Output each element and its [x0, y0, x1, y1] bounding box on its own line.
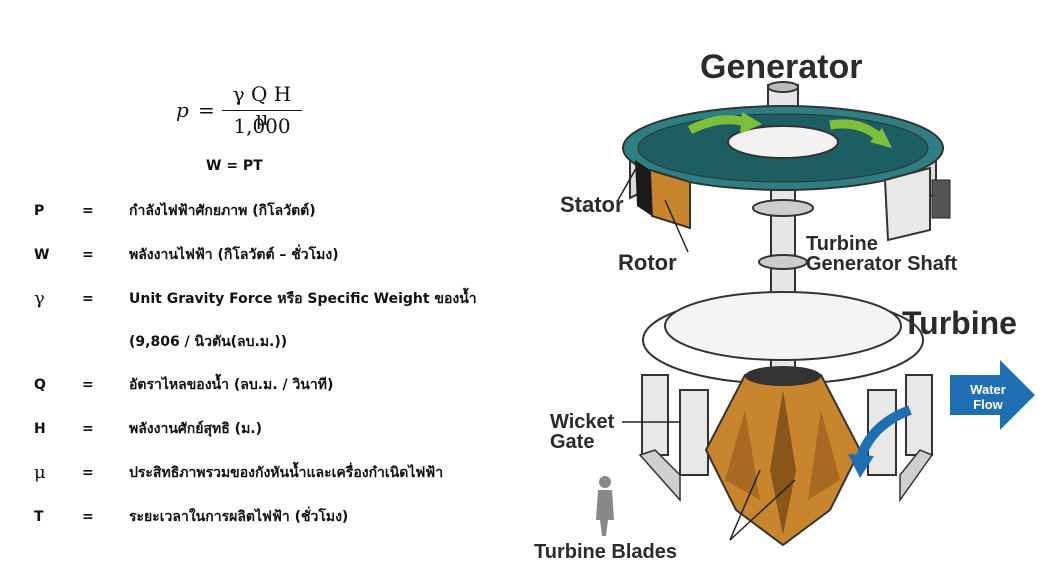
definition-text: อัตราไหลของน้ำ (ลบ.ม. / วินาที): [129, 377, 334, 393]
definition-text: พลังงานไฟฟ้า (กิโลวัตต์ – ชั่วโมง): [129, 247, 339, 263]
definition-text: กำลังไฟฟ้าศักยภาพ (กิโลวัตต์): [129, 203, 316, 219]
definition-equals: =: [82, 421, 94, 437]
rotor-label: Rotor: [618, 250, 677, 275]
runner-blade: [808, 410, 840, 500]
water-label-2: Flow: [973, 397, 1003, 412]
definition-text: พลังงานศักย์สุทธิ (ม.): [129, 421, 263, 437]
formula-denominator: 1,000: [233, 114, 291, 138]
definition-equals: =: [82, 377, 94, 393]
shaft-label-2: Generator Shaft: [806, 253, 957, 275]
shaft-cap: [767, 81, 799, 93]
definition-text: Unit Gravity Force หรือ Specific Weight …: [129, 291, 477, 307]
definition-text: ระยะเวลาในการผลิตไฟฟ้า (ชั่วโมง): [129, 509, 349, 525]
definition-symbol: γ: [34, 288, 45, 309]
runner-blade: [725, 410, 760, 500]
stator-coils: [635, 160, 652, 216]
formula-lhs: p: [176, 98, 189, 122]
power-formula: p = γ Q H μ 1,000: [170, 80, 310, 140]
rotor-leader: [664, 199, 689, 253]
turbine-label: Turbine: [902, 305, 1017, 341]
shaft-collar: [758, 254, 808, 270]
definition-equals: =: [82, 203, 94, 219]
definition-equals: =: [82, 465, 94, 481]
wicket-gate-base: [638, 449, 681, 502]
rotor-block: [648, 168, 691, 230]
wicket-label-1: Wicket: [550, 411, 615, 433]
rotation-arrow: [687, 115, 747, 135]
water-flow-arrow-icon: [950, 360, 1035, 430]
wicket-gate-blade: [679, 389, 709, 476]
definition-symbol: H: [34, 421, 46, 437]
fraction-bar: [222, 110, 302, 111]
definition-text: (9,806 / นิวตัน(ลบ.ม.)): [129, 334, 288, 350]
runner-hub: [745, 366, 821, 386]
turbine-ring-inner: [664, 291, 902, 361]
definition-symbol: Q: [34, 377, 46, 393]
definition-symbol: P: [34, 203, 45, 219]
definition-equals: =: [82, 509, 94, 525]
definition-equals: =: [82, 247, 94, 263]
person-head-icon: [599, 476, 611, 488]
stator-box: [931, 179, 951, 219]
person-silhouette-icon: [596, 490, 614, 536]
wicket-gate-blade: [641, 374, 669, 456]
wicket-gate-base: [899, 449, 934, 503]
definition-text: ประสิทธิภาพรวมของกังหันน้ำและเครื่องกำเน…: [129, 465, 444, 481]
hydro-generator-diagram: Generator Water Flow Stator R: [534, 48, 1035, 563]
arrow-head-icon: [870, 128, 892, 148]
wicket-label-2: Gate: [550, 431, 594, 453]
formula-numerator: γ Q H μ: [232, 82, 292, 130]
definition-symbol: W: [34, 247, 50, 263]
generator-label: Generator: [700, 48, 863, 86]
definition-symbol: μ: [34, 462, 46, 483]
stator-leader: [617, 164, 639, 201]
stator-segment: [883, 166, 931, 242]
shaft-label-1: Turbine: [806, 233, 878, 255]
water-label-1: Water: [970, 382, 1006, 397]
runner-blade: [770, 390, 796, 535]
formula-equals: =: [198, 98, 215, 122]
flow-direction-arrow: [855, 405, 912, 462]
flow-arrow-head-icon: [848, 454, 874, 478]
blades-leader: [729, 469, 761, 541]
stator-label: Stator: [560, 192, 624, 217]
definition-symbol: T: [34, 509, 44, 525]
shaft-collar: [752, 199, 814, 217]
rotor-hub: [727, 125, 839, 159]
arrow-head-icon: [740, 112, 762, 134]
blades-leader: [729, 479, 796, 541]
definition-equals: =: [82, 291, 94, 307]
energy-formula: W = PT: [206, 158, 263, 174]
turbine-blades-label: Turbine Blades: [534, 541, 677, 563]
